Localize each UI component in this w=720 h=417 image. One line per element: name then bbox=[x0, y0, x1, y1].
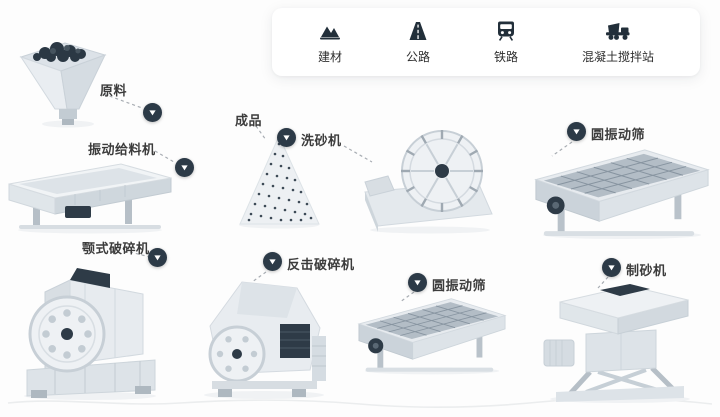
raw-material-marker-icon bbox=[143, 103, 162, 122]
impact-crusher-illustration bbox=[192, 266, 337, 401]
legend-label: 铁路 bbox=[493, 50, 518, 64]
vibrating-screen-top-marker-icon bbox=[567, 122, 586, 141]
highway-icon bbox=[406, 19, 430, 43]
sand-washer-label: 洗砂机 bbox=[301, 133, 342, 148]
finished-product-pile bbox=[237, 130, 322, 230]
legend-item-highway: 公路 bbox=[406, 19, 430, 65]
vibrating-screen-bottom-label: 圆振动筛 bbox=[432, 278, 487, 293]
legend-item-concrete-plant: 混凝土搅拌站 bbox=[582, 19, 654, 65]
vibrating-screen-bottom-marker-icon bbox=[408, 273, 427, 292]
sand-maker-illustration bbox=[538, 276, 703, 404]
sand-maker-label: 制砂机 bbox=[626, 263, 667, 278]
sand-maker-marker-icon bbox=[602, 258, 621, 277]
hopper-illustration bbox=[15, 35, 110, 130]
legend-label: 公路 bbox=[405, 50, 430, 64]
mixer-truck-icon bbox=[604, 19, 632, 43]
vibrating-screen-bottom-illustration bbox=[352, 292, 512, 376]
sand-washer-marker-icon bbox=[277, 128, 296, 147]
legend-label: 混凝土搅拌站 bbox=[581, 50, 654, 64]
finished-product-label: 成品 bbox=[235, 113, 263, 128]
application-legend-card: 建材 公路 铁路 混凝土搅拌站 bbox=[272, 8, 700, 76]
jaw-crusher-illustration bbox=[15, 262, 165, 402]
raw-material-label: 原料 bbox=[100, 83, 128, 98]
legend-item-building-materials: 建材 bbox=[318, 19, 342, 65]
impact-crusher-marker-icon bbox=[263, 252, 282, 271]
vibrating-feeder-illustration bbox=[5, 158, 175, 236]
vibrating-feeder-marker-icon bbox=[175, 158, 194, 177]
legend-item-railway: 铁路 bbox=[494, 19, 518, 65]
jaw-crusher-marker-icon bbox=[148, 248, 167, 267]
railway-icon bbox=[494, 19, 518, 43]
sand-washer-illustration bbox=[360, 126, 495, 236]
vibrating-feeder-label: 振动给料机 bbox=[88, 142, 156, 157]
building-materials-icon bbox=[318, 19, 342, 43]
vibrating-screen-top-illustration bbox=[528, 142, 716, 241]
vibrating-screen-top-label: 圆振动筛 bbox=[591, 127, 646, 142]
legend-label: 建材 bbox=[317, 50, 342, 64]
jaw-crusher-label: 颚式破碎机 bbox=[82, 241, 150, 256]
impact-crusher-label: 反击破碎机 bbox=[287, 257, 355, 272]
